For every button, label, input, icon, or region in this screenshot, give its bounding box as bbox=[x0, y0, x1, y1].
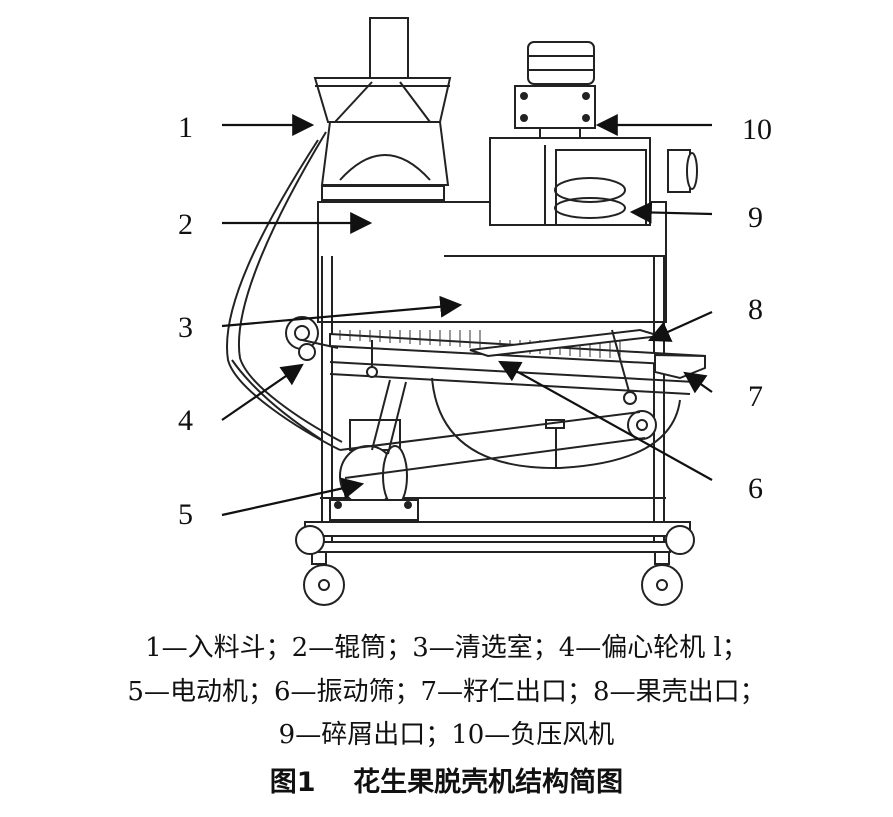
arrow-4 bbox=[221, 363, 304, 421]
drive-belt-left bbox=[226, 139, 341, 451]
caster-rear-left bbox=[295, 525, 325, 555]
arrow-8 bbox=[647, 310, 713, 342]
arrow-7 bbox=[683, 371, 713, 394]
arrow-5 bbox=[221, 477, 365, 517]
label-8: 8 bbox=[748, 293, 763, 326]
machine-structure-drawing bbox=[221, 17, 713, 606]
kernel-outlet-lip bbox=[654, 353, 706, 380]
caster-front-right bbox=[641, 551, 683, 606]
label-7: 7 bbox=[748, 380, 763, 413]
label-9: 9 bbox=[748, 201, 763, 234]
label-1: 1 bbox=[178, 111, 193, 144]
figure-caption: 图1 花生果脱壳机结构简图 bbox=[269, 767, 624, 798]
feed-hopper bbox=[313, 77, 452, 123]
fan-motor-cap bbox=[527, 41, 595, 85]
legend-line-3: 9—碎屑出口；10—负压风机 bbox=[278, 720, 615, 750]
label-5: 5 bbox=[178, 498, 193, 531]
arrow-6 bbox=[498, 360, 713, 481]
caster-front-left bbox=[303, 551, 345, 606]
vibrating-screen bbox=[329, 332, 706, 395]
caster-rear-right bbox=[665, 525, 695, 555]
arrow-3 bbox=[221, 295, 463, 328]
label-2: 2 bbox=[178, 208, 193, 241]
label-10: 10 bbox=[742, 113, 772, 146]
label-6: 6 bbox=[748, 472, 763, 505]
eccentric-wheel bbox=[285, 316, 339, 361]
feed-chute bbox=[369, 17, 409, 81]
fan-motor-bracket bbox=[514, 85, 596, 129]
label-4: 4 bbox=[178, 404, 193, 437]
arrow-9 bbox=[629, 201, 713, 224]
legend-line-2: 5—电动机；6—振动筛；7—籽仁出口；8—果壳出口； bbox=[127, 677, 766, 707]
base-frame bbox=[304, 521, 691, 537]
roller-housing bbox=[320, 121, 450, 186]
legend-line-1: 1—入料斗；2—辊筒；3—清选室；4—偏心轮机 l； bbox=[145, 633, 748, 663]
label-3: 3 bbox=[178, 311, 193, 344]
